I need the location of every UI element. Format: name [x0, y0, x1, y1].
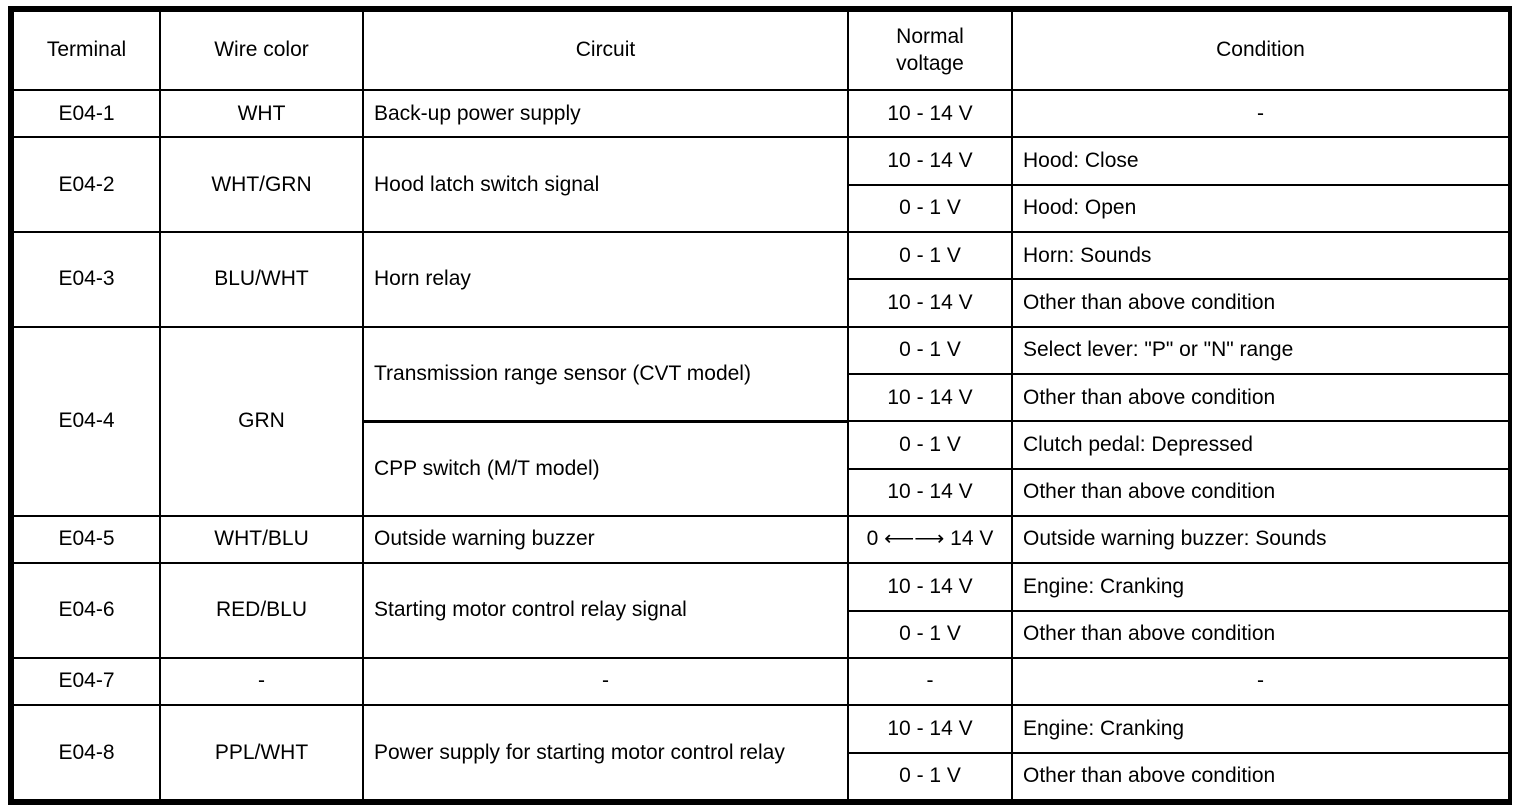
cell-condition: Other than above condition: [1011, 467, 1510, 517]
cell-terminal: E04-4: [12, 325, 161, 517]
cell-normal-voltage: 0 ⟵⟶ 14 V: [847, 514, 1013, 565]
cell-terminal: E04-8: [12, 704, 161, 801]
cell-normal-voltage: 0 - 1 V: [847, 230, 1013, 281]
cell-condition: Other than above condition: [1011, 372, 1510, 423]
cell-condition: Hood: Close: [1011, 136, 1510, 186]
cell-wire-color: PPL/WHT: [159, 704, 364, 801]
cell-terminal: E04-6: [12, 562, 161, 659]
cell-condition: Engine: Cranking: [1011, 704, 1510, 754]
cell-circuit: Power supply for starting motor control …: [362, 704, 849, 801]
terminal-voltage-table-container: Terminal Wire color Circuit Normal volta…: [8, 6, 1512, 805]
cell-terminal: E04-2: [12, 136, 161, 233]
cell-wire-color: RED/BLU: [159, 562, 364, 659]
cell-wire-color: WHT/GRN: [159, 136, 364, 233]
column-header-terminal: Terminal: [12, 10, 161, 91]
cell-wire-color: WHT/BLU: [159, 514, 364, 565]
column-header-normal-voltage-line1: Normal: [896, 25, 964, 49]
column-header-circuit: Circuit: [362, 10, 849, 91]
cell-condition: -: [1011, 88, 1510, 139]
cell-circuit: Back-up power supply: [362, 88, 849, 139]
cell-condition: Outside warning buzzer: Sounds: [1011, 514, 1510, 565]
cell-circuit: Starting motor control relay signal: [362, 562, 849, 659]
table-header: Terminal Wire color Circuit Normal volta…: [12, 10, 1510, 91]
cell-condition: Other than above condition: [1011, 278, 1510, 328]
cell-condition: Hood: Open: [1011, 183, 1510, 233]
cell-normal-voltage: 0 - 1 V: [847, 420, 1013, 470]
cell-terminal: E04-1: [12, 88, 161, 139]
cell-normal-voltage: -: [847, 656, 1013, 707]
cell-circuit: -: [362, 656, 849, 707]
cell-wire-color: -: [159, 656, 364, 707]
cell-condition: Other than above condition: [1011, 609, 1510, 659]
cell-normal-voltage: 10 - 14 V: [847, 372, 1013, 423]
cell-wire-color: WHT: [159, 88, 364, 139]
cell-circuit: Transmission range sensor (CVT model): [362, 325, 849, 423]
cell-normal-voltage: 10 - 14 V: [847, 136, 1013, 186]
cell-normal-voltage: 10 - 14 V: [847, 704, 1013, 754]
column-header-normal-voltage-line2: voltage: [896, 51, 964, 75]
table-header-row: Terminal Wire color Circuit Normal volta…: [12, 10, 1510, 91]
cell-circuit: Hood latch switch signal: [362, 136, 849, 233]
cell-terminal: E04-3: [12, 230, 161, 328]
cell-wire-color: BLU/WHT: [159, 230, 364, 328]
cell-terminal: E04-5: [12, 514, 161, 565]
cell-condition: Clutch pedal: Depressed: [1011, 420, 1510, 470]
cell-normal-voltage: 10 - 14 V: [847, 88, 1013, 139]
cell-circuit: CPP switch (M/T model): [362, 419, 849, 517]
cell-normal-voltage: 0 - 1 V: [847, 609, 1013, 659]
cell-circuit: Outside warning buzzer: [362, 514, 849, 565]
cell-normal-voltage: 0 - 1 V: [847, 751, 1013, 802]
cell-condition: Horn: Sounds: [1011, 230, 1510, 281]
terminal-voltage-table: Terminal Wire color Circuit Normal volta…: [12, 10, 1510, 802]
cell-wire-color: GRN: [159, 325, 364, 517]
cell-normal-voltage: 0 - 1 V: [847, 183, 1013, 233]
cell-normal-voltage: 10 - 14 V: [847, 278, 1013, 328]
cell-normal-voltage: 0 - 1 V: [847, 325, 1013, 375]
cell-circuit: Horn relay: [362, 230, 849, 328]
column-header-condition: Condition: [1011, 10, 1510, 91]
cell-normal-voltage: 10 - 14 V: [847, 562, 1013, 612]
cell-terminal: E04-7: [12, 656, 161, 707]
cell-condition: Other than above condition: [1011, 751, 1510, 802]
cell-condition: Engine: Cranking: [1011, 562, 1510, 612]
cell-normal-voltage: 10 - 14 V: [847, 467, 1013, 517]
cell-condition: Select lever: "P" or "N" range: [1011, 325, 1510, 375]
cell-condition: -: [1011, 656, 1510, 707]
column-header-wire-color: Wire color: [159, 10, 364, 91]
table-row: E04-7----: [12, 656, 1510, 707]
column-header-normal-voltage: Normal voltage: [847, 10, 1013, 91]
